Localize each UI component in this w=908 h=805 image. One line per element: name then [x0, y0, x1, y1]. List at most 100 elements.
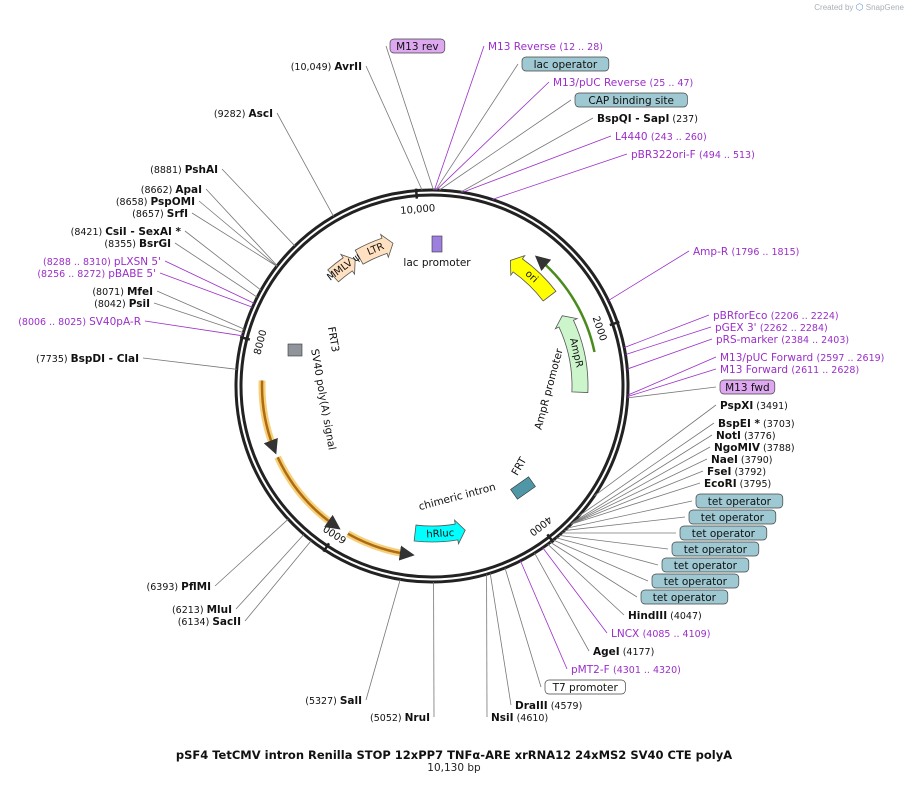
- site-m13-puc-reverse: M13/pUC Reverse (25 .. 47): [553, 77, 693, 89]
- enzyme-label: (5052) NruI: [370, 712, 430, 724]
- tick-8000: [239, 335, 251, 341]
- leader-agei: [534, 552, 590, 652]
- site-srfi: (8657) SrfI: [132, 208, 188, 220]
- leader-pbrforeco: [624, 314, 710, 349]
- enzyme-label: NgoMIV (3788): [714, 442, 795, 454]
- site-pgex-3: pGEX 3' (2262 .. 2284): [715, 322, 828, 334]
- site-prs-marker: pRS-marker (2384 .. 2403): [716, 334, 849, 346]
- site-ngomiv: NgoMIV (3788): [714, 442, 795, 454]
- site-tet-operator: tet operator: [640, 589, 729, 605]
- tick-10000: [414, 188, 419, 199]
- enzyme-label: (8662) ApaI: [141, 184, 202, 196]
- leader-fsei: [571, 470, 704, 525]
- site-tet-operator: tet operator: [688, 509, 777, 525]
- leader-m13-puc-forward: [627, 356, 717, 396]
- site-hindiii: HindIII (4047): [628, 610, 702, 622]
- site-bsrgi: (8355) BsrGI: [104, 238, 171, 250]
- credit-prefix: Created by: [814, 3, 854, 12]
- feature-box: [695, 493, 784, 509]
- primer-label: pBR322ori-F (494 .. 513): [631, 149, 755, 161]
- site-sali: (5327) SalI: [305, 695, 362, 707]
- orange-feature-arrow: [260, 380, 278, 455]
- site-m13-forward: M13 Forward (2611 .. 2628): [720, 364, 859, 376]
- leader-sali: [365, 579, 401, 701]
- enzyme-label: (8071) MfeI: [92, 286, 153, 298]
- enzyme-label: (5327) SalI: [305, 695, 362, 707]
- plasmid-title: pSF4 TetCMV intron Renilla STOP 12xPP7 T…: [175, 748, 733, 762]
- feature-box-label: tet operator: [692, 528, 756, 540]
- site-amp-r: Amp-R (1796 .. 1815): [693, 246, 799, 258]
- enzyme-label: AgeI (4177): [593, 646, 654, 658]
- enzyme-label: DraIII (4579): [515, 700, 582, 712]
- enzyme-label: (6213) MluI: [172, 604, 232, 616]
- site-m13-puc-forward: M13/pUC Forward (2597 .. 2619): [720, 352, 884, 364]
- feature-box: [671, 541, 760, 557]
- leader-mlui: [235, 534, 305, 610]
- enzyme-label: (8881) PshAI: [150, 164, 218, 176]
- site-tet-operator: tet operator: [651, 573, 740, 589]
- site-pspxi: PspXI (3491): [720, 400, 788, 412]
- feature-box: [688, 509, 777, 525]
- enzyme-label: NotI (3776): [716, 430, 776, 442]
- site-csii: (8421) CsiI - SexAI *: [71, 226, 182, 238]
- feature-box: [521, 56, 610, 72]
- plasmid-backbone: [234, 188, 630, 584]
- credit-brand: SnapGene: [865, 3, 904, 12]
- site-pspomi: (8658) PspOMI: [116, 196, 195, 208]
- frt-glyph: [510, 476, 536, 500]
- inner-label-ampr-promoter: AmpR promoter: [533, 347, 566, 431]
- left-annotations: (10,049) AvrII(9282) AscI(8881) PshAI(86…: [18, 61, 430, 724]
- leader-tet-operator: [555, 537, 659, 566]
- tick-4000: [546, 533, 555, 544]
- enzyme-label: (8658) PspOMI: [116, 196, 195, 208]
- leader-m13-reverse: [434, 45, 485, 191]
- primer-label: (8288 .. 8310) pLXSN 5': [43, 256, 161, 268]
- leader-ecori: [570, 482, 701, 525]
- feature-box: [661, 557, 750, 573]
- site-naei: NaeI (3790): [711, 454, 773, 466]
- enzyme-label: BspQI - SapI (237): [597, 113, 698, 125]
- site-apai: (8662) ApaI: [141, 184, 202, 196]
- primer-label: pBRforEco (2206 .. 2224): [713, 310, 839, 322]
- sv40-glyph: [287, 343, 303, 357]
- feature-hrluc: [413, 519, 466, 546]
- ampr-overlay-arrow: [534, 255, 596, 353]
- feature-box-label: tet operator: [701, 512, 765, 524]
- leader-m13-fwd: [627, 386, 717, 399]
- leader-pshai: [221, 168, 296, 247]
- site-fsei: FseI (3792): [707, 466, 766, 478]
- feature-box-label: M13 rev: [396, 41, 439, 53]
- enzyme-label: NaeI (3790): [711, 454, 773, 466]
- leader-tet-operator: [564, 516, 686, 531]
- tick-label-4000: 4000: [527, 513, 554, 537]
- site-t7-promoter: T7 promoter: [544, 679, 626, 695]
- leader-mfei: [156, 290, 245, 330]
- primer-label: M13/pUC Forward (2597 .. 2619): [720, 352, 884, 364]
- site-bspdi: (7735) BspDI - ClaI: [36, 353, 139, 365]
- leader-m13-puc-reverse: [436, 81, 550, 191]
- feature-ltr: [354, 233, 394, 265]
- feature-box: [389, 38, 446, 54]
- site-m13-fwd: M13 fwd: [719, 379, 776, 395]
- site-psii: (8042) PsiI: [94, 298, 150, 310]
- site-cap-binding-site: CAP binding site: [574, 92, 688, 108]
- enzyme-label: NsiI (4610): [491, 712, 548, 724]
- feature-box: [679, 525, 768, 541]
- site-asci: (9282) AscI: [214, 108, 273, 120]
- feature-box-label: tet operator: [708, 496, 772, 508]
- primer-label: LNCX (4085 .. 4109): [611, 628, 710, 640]
- feature-box-label: M13 fwd: [725, 382, 770, 394]
- inner-label-frt3: FRT3: [325, 326, 341, 353]
- feature-mmlv: [327, 253, 356, 283]
- site-pshai: (8881) PshAI: [150, 164, 218, 176]
- site-mlui: (6213) MluI: [172, 604, 232, 616]
- leader-draiii: [489, 573, 512, 706]
- leader-srfi: [191, 212, 278, 267]
- snapgene-credit: Created by ⬡ SnapGene: [814, 2, 904, 13]
- leader-prs-marker: [627, 338, 713, 370]
- feature-box: [640, 589, 729, 605]
- site-m13-rev: M13 rev: [389, 38, 446, 54]
